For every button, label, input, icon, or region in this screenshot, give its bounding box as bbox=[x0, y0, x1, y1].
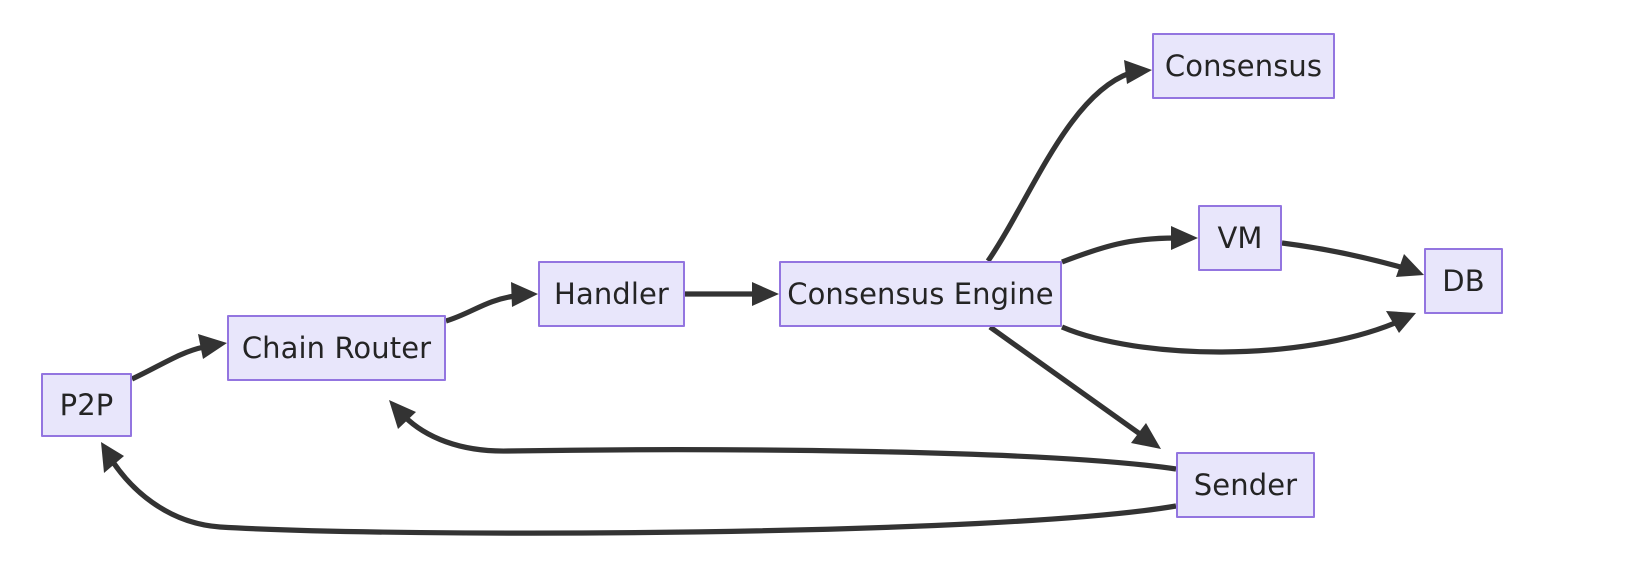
node-sender[interactable]: Sender bbox=[1176, 452, 1315, 518]
arrow-head bbox=[389, 400, 416, 429]
node-chain-router[interactable]: Chain Router bbox=[227, 315, 446, 381]
node-p2p[interactable]: P2P bbox=[41, 373, 132, 437]
edge-chain-router-to-handler bbox=[445, 282, 538, 324]
node-label: VM bbox=[1217, 220, 1263, 255]
node-label: Chain Router bbox=[241, 330, 432, 365]
node-consensus[interactable]: Consensus bbox=[1152, 33, 1335, 99]
edge-sender-to-chain-router bbox=[389, 400, 1177, 472]
edge-path bbox=[110, 460, 1177, 536]
node-label: Consensus bbox=[1164, 48, 1323, 83]
node-label: Sender bbox=[1193, 467, 1298, 502]
edge-consensus-engine-to-db bbox=[1060, 311, 1416, 355]
arrow-head bbox=[101, 442, 124, 473]
arrow-head bbox=[511, 282, 538, 307]
arrow-head bbox=[198, 334, 227, 359]
edge-path bbox=[402, 414, 1177, 472]
node-vm[interactable]: VM bbox=[1198, 205, 1282, 271]
arrow-head bbox=[752, 282, 779, 306]
edge-sender-to-p2p bbox=[101, 442, 1177, 536]
node-db[interactable]: DB bbox=[1424, 248, 1503, 314]
edge-handler-to-consensus-engine bbox=[685, 282, 779, 306]
node-consensus-engine[interactable]: Consensus Engine bbox=[779, 261, 1062, 327]
node-label: P2P bbox=[59, 387, 114, 422]
edge-p2p-to-chain-router bbox=[130, 334, 227, 382]
edge-path bbox=[988, 324, 1142, 437]
edge-path bbox=[1281, 240, 1405, 271]
edge-path bbox=[130, 344, 205, 382]
edge-path bbox=[445, 293, 516, 324]
edge-consensus-engine-to-sender bbox=[988, 324, 1161, 449]
node-label: Handler bbox=[554, 276, 669, 311]
edge-vm-to-db bbox=[1281, 240, 1424, 277]
edge-consensus-engine-to-vm bbox=[1061, 226, 1198, 265]
edge-path bbox=[985, 70, 1131, 263]
node-label: Consensus Engine bbox=[787, 276, 1054, 311]
node-handler[interactable]: Handler bbox=[538, 261, 685, 327]
arrow-head bbox=[1124, 60, 1152, 84]
edge-path bbox=[1060, 320, 1396, 355]
arrow-head bbox=[1396, 254, 1424, 277]
edge-consensus-engine-to-consensus bbox=[985, 60, 1152, 263]
arrow-head bbox=[1131, 423, 1161, 449]
arrow-head bbox=[1171, 226, 1198, 250]
arrow-head bbox=[1386, 311, 1416, 333]
node-label: DB bbox=[1442, 263, 1485, 298]
edge-path bbox=[1061, 235, 1177, 265]
